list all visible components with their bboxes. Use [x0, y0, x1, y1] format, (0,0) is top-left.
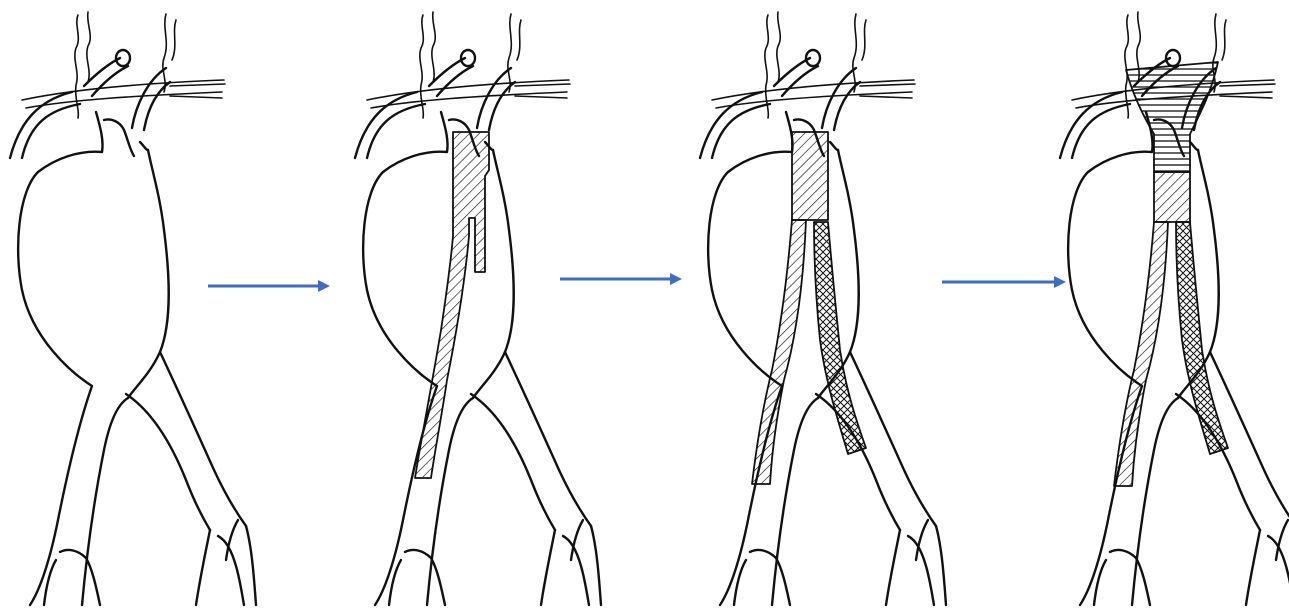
aorta-drawing-1 — [10, 12, 256, 605]
right-arrow-icon — [560, 273, 682, 285]
panel-4 — [1060, 12, 1289, 605]
panel-3 — [700, 12, 946, 605]
right-limb-graft — [1176, 222, 1228, 454]
main-body-graft — [792, 132, 828, 220]
main-body-graft — [415, 132, 489, 478]
right-arrow-icon — [942, 276, 1066, 288]
panel-2 — [355, 12, 601, 605]
right-limb-graft — [814, 222, 866, 454]
aorta-drawing-2 — [355, 12, 601, 605]
left-limb-graft — [752, 220, 806, 484]
proximal-cuff-graft — [1126, 62, 1218, 172]
main-body-graft — [1154, 172, 1190, 222]
panel-1 — [10, 12, 256, 605]
left-limb-graft — [1114, 222, 1168, 486]
arrow-group — [208, 273, 1066, 292]
right-arrow-icon — [208, 280, 330, 292]
